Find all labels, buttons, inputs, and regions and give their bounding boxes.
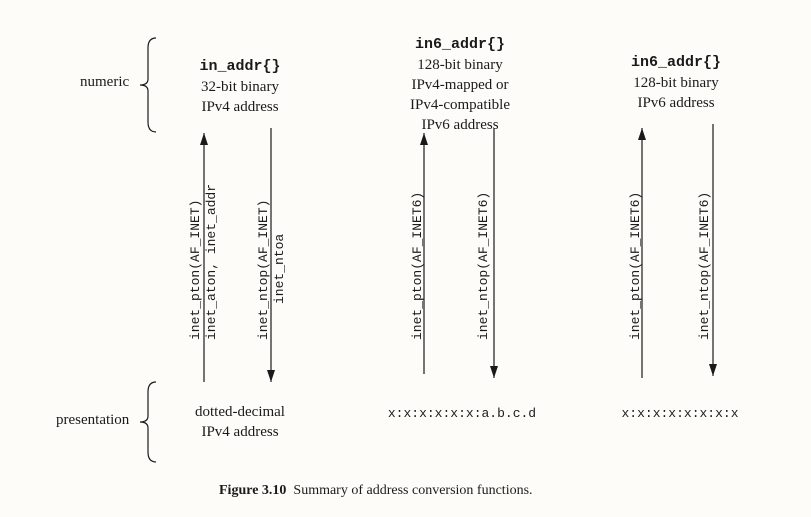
numeric-brace <box>139 37 157 133</box>
pres-line: IPv4 address <box>201 424 279 440</box>
caption-label: Figure 3.10 <box>219 483 287 498</box>
desc-line: IPv6 address <box>421 117 499 133</box>
presentation-box-ipv4-mapped: x:x:x:x:x:x:a.b.c.d <box>362 404 562 424</box>
func-name: inet_ntop(AF_INET6) <box>476 191 491 340</box>
desc-line: IPv4 address <box>201 99 279 115</box>
func-name: inet_aton, inet_addr <box>204 183 219 340</box>
struct-name: in6_addr{} <box>414 36 505 53</box>
down-arrow-ipv6-head <box>709 364 717 376</box>
presentation-box-ipv6: x:x:x:x:x:x:x:x <box>590 404 770 424</box>
numeric-box-ipv4-mapped: in6_addr{} 128-bit binary IPv4-mapped or… <box>380 35 540 135</box>
func-name: inet_ntoa <box>272 233 287 304</box>
desc-line: IPv4-mapped or <box>411 77 509 93</box>
pres-line: dotted-decimal <box>195 404 285 420</box>
down-arrow-ipv4-head <box>267 370 275 382</box>
func-label-up-ipv6-mapped: inet_pton(AF_INET6) <box>410 192 426 340</box>
func-name: inet_pton(AF_INET) <box>188 199 203 340</box>
numeric-box-ipv4: in_addr{} 32-bit binary IPv4 address <box>160 57 320 117</box>
row-label-presentation: presentation <box>56 412 130 428</box>
caption-text: Summary of address conversion functions. <box>293 483 533 498</box>
presentation-box-ipv4: dotted-decimal IPv4 address <box>160 402 320 442</box>
struct-name: in6_addr{} <box>630 54 721 71</box>
up-arrow-ipv6-head <box>638 128 646 140</box>
presentation-brace <box>139 381 157 463</box>
pres-line: x:x:x:x:x:x:a.b.c.d <box>387 406 537 421</box>
func-label-up-ipv4: inet_pton(AF_INET) inet_aton, inet_addr <box>188 184 220 340</box>
row-label-numeric: numeric <box>80 74 130 90</box>
pres-line: x:x:x:x:x:x:x:x <box>621 406 739 421</box>
up-arrow-ipv4-mapped-head <box>420 133 428 145</box>
func-name: inet_pton(AF_INET6) <box>410 191 425 340</box>
up-arrow-ipv4-head <box>200 133 208 145</box>
struct-name: in_addr{} <box>199 58 281 75</box>
func-label-down-ipv6: inet_ntop(AF_INET6) <box>697 192 713 340</box>
desc-line: IPv6 address <box>637 95 715 111</box>
desc-line: 32-bit binary <box>201 79 279 95</box>
func-label-up-ipv6: inet_pton(AF_INET6) <box>628 192 644 340</box>
func-label-down-ipv6-mapped: inet_ntop(AF_INET6) <box>476 192 492 340</box>
func-name: inet_pton(AF_INET6) <box>628 191 643 340</box>
figure-caption: Figure 3.10 Summary of address conversio… <box>219 483 533 499</box>
func-name: inet_ntop(AF_INET6) <box>697 191 712 340</box>
down-arrow-ipv4-mapped-head <box>490 366 498 378</box>
desc-line: 128-bit binary <box>417 57 503 73</box>
func-label-down-ipv4: inet_ntop(AF_INET) inet_ntoa <box>256 200 288 340</box>
desc-line: IPv4-compatible <box>410 97 510 113</box>
desc-line: 128-bit binary <box>633 75 719 91</box>
func-name: inet_ntop(AF_INET) <box>256 199 271 340</box>
numeric-box-ipv6: in6_addr{} 128-bit binary IPv6 address <box>596 53 756 113</box>
